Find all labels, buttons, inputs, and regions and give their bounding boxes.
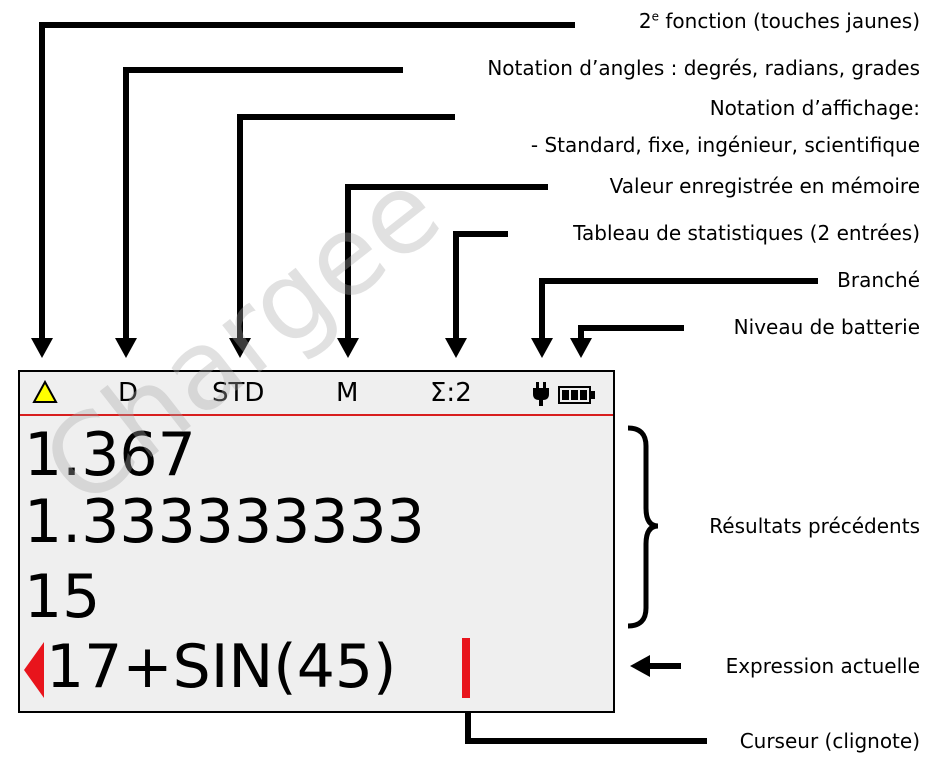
arrow-plugged — [539, 278, 818, 341]
current-expression[interactable]: 17+SIN(45) — [46, 632, 397, 702]
arrow-stats — [453, 231, 508, 341]
status-angle-mode: D — [118, 378, 139, 408]
arrow-memory — [345, 184, 548, 341]
status-bar: D STD M Σ:2 — [20, 372, 613, 416]
label-angle-notation: Notation d’angles : degrés, radians, gra… — [487, 56, 920, 80]
battery-icon — [558, 386, 595, 404]
label-memory: Valeur enregistrée en mémoire — [609, 174, 920, 198]
result-line-1: 1.367 — [24, 420, 196, 490]
status-display-mode: STD — [212, 378, 265, 408]
label-battery: Niveau de batterie — [733, 315, 920, 339]
expression-marker-icon — [24, 642, 44, 698]
second-function-triangle-icon — [32, 380, 58, 403]
label-second-function: 2e fonction (touches jaunes) — [638, 9, 920, 33]
plug-icon — [533, 382, 549, 406]
calculator-screen: D STD M Σ:2 1.367 1.333333333 15 17+SIN(… — [18, 370, 615, 713]
previous-results-brace — [627, 425, 659, 629]
arrow-display-notation — [237, 114, 455, 341]
arrow-cursor — [465, 709, 707, 744]
result-line-3: 15 — [24, 562, 101, 632]
label-cursor: Curseur (clignote) — [739, 729, 920, 753]
arrow-second-function — [39, 22, 575, 341]
arrow-angle-notation — [123, 67, 403, 341]
status-memory-flag: M — [336, 378, 359, 408]
label-display-notation-title: Notation d’affichage: — [709, 96, 920, 120]
arrow-battery — [578, 325, 684, 341]
result-line-2: 1.333333333 — [24, 487, 425, 557]
label-previous-results: Résultats précédents — [709, 514, 920, 538]
cursor-bar — [462, 638, 470, 698]
label-plugged: Branché — [837, 268, 920, 292]
label-current-expression: Expression actuelle — [725, 654, 920, 678]
label-stats: Tableau de statistiques (2 entrées) — [573, 221, 920, 245]
label-display-notation-options: - Standard, fixe, ingénieur, scientifiqu… — [530, 133, 920, 157]
status-stats-indicator: Σ:2 — [430, 378, 472, 408]
